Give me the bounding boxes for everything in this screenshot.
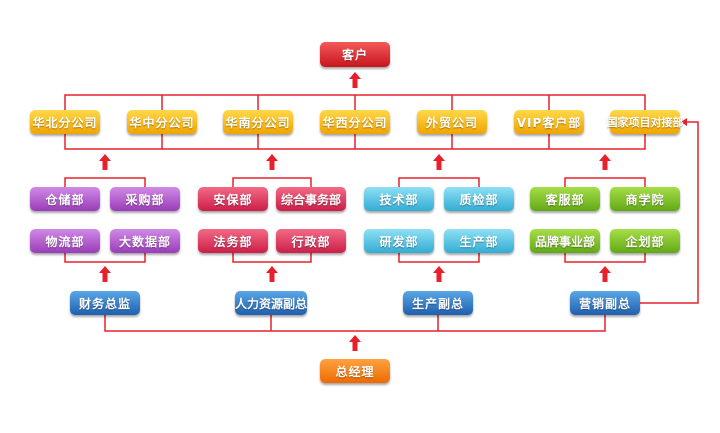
arrow-group-1-to-branches <box>266 154 278 170</box>
dept-box-technology: 技术部 <box>364 187 434 211</box>
dept-box-planning: 企划部 <box>610 229 680 253</box>
group-1-bracket-bottom <box>232 253 312 263</box>
branch-box-vip: VIP客户部 <box>514 110 584 134</box>
arrow-group-2-to-branches <box>433 154 445 170</box>
group-0-bracket-top <box>64 177 146 187</box>
head-box-cfo: 财务总监 <box>70 291 140 315</box>
heads-bracket <box>104 315 606 332</box>
marketing-feedback-arrow <box>681 118 687 126</box>
dept-box-rnd: 研发部 <box>364 229 434 253</box>
group-2-bracket-bottom <box>398 253 480 263</box>
group-1-bracket-top <box>232 177 312 187</box>
head-box-hr-vp: 人力资源副总 <box>235 291 307 315</box>
group-3-bracket-bottom <box>564 253 646 263</box>
customer-box: 客户 <box>320 42 390 67</box>
arrow-group-3-to-branches <box>599 154 611 170</box>
dept-box-legal: 法务部 <box>198 229 268 253</box>
group-2-bracket-top <box>398 177 480 187</box>
dept-box-security: 安保部 <box>198 187 268 211</box>
branch-box-huaxi: 华西分公司 <box>320 110 390 134</box>
dept-box-brand: 品牌事业部 <box>530 229 600 253</box>
dept-box-warehouse: 仓储部 <box>30 187 100 211</box>
arrow-head-3-to-group <box>599 266 611 282</box>
general-manager-box: 总经理 <box>320 359 390 383</box>
arrow-group-0-to-branches <box>99 154 111 170</box>
dept-box-logistics: 物流部 <box>30 229 100 253</box>
branch-box-national-projects: 国家项目对接部 <box>607 110 684 134</box>
dept-box-general-affairs: 综合事务部 <box>276 187 346 211</box>
dept-box-procurement: 采购部 <box>110 187 180 211</box>
head-box-production-vp: 生产副总 <box>403 291 473 315</box>
dept-box-quality: 质检部 <box>444 187 514 211</box>
head-box-marketing-vp: 营销副总 <box>570 291 640 315</box>
arrow-gm-to-heads <box>349 335 361 351</box>
branch-box-huazhong: 华中分公司 <box>127 110 197 134</box>
group-0-bracket-bottom <box>64 253 146 263</box>
dept-box-big-data: 大数据部 <box>110 229 180 253</box>
marketing-feedback-line <box>640 121 699 304</box>
arrow-to-customer <box>349 72 361 88</box>
branch-box-huanan: 华南分公司 <box>223 110 293 134</box>
arrow-head-0-to-group <box>99 266 111 282</box>
dept-box-business-school: 商学院 <box>610 187 680 211</box>
arrow-head-1-to-group <box>266 266 278 282</box>
group-3-bracket-top <box>564 177 646 187</box>
dept-box-production: 生产部 <box>444 229 514 253</box>
dept-box-administration: 行政部 <box>276 229 346 253</box>
branch-box-foreign-trade: 外贸公司 <box>417 110 487 134</box>
branch-box-huabei: 华北分公司 <box>30 110 100 134</box>
dept-box-customer-service: 客服部 <box>530 187 600 211</box>
arrow-head-2-to-group <box>433 266 445 282</box>
